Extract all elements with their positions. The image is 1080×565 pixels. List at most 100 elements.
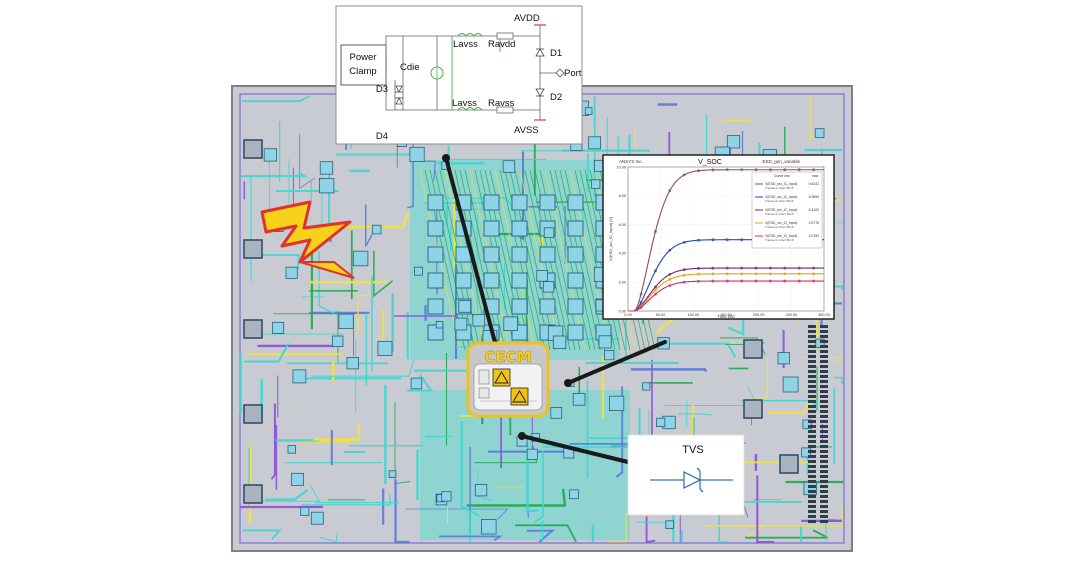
- mounting-pad: [243, 484, 263, 504]
- connector-pin: [808, 415, 816, 418]
- legend-entry-name: V(ESD_src_IC_input): [765, 195, 797, 199]
- connector-pin: [820, 400, 828, 403]
- connector-pin: [808, 395, 816, 398]
- connector-pin: [808, 450, 816, 453]
- pcb-trace: [301, 494, 392, 506]
- cdie-label: Cdie: [400, 62, 420, 73]
- pcb-trace: [318, 250, 339, 317]
- series-marker: [711, 266, 715, 270]
- callout-line-schematic: [444, 156, 499, 352]
- d2-diode: [535, 88, 545, 97]
- pcb-trace: [745, 529, 829, 539]
- pcb-trace: [466, 488, 567, 507]
- pcb-trace: [324, 212, 410, 229]
- port-label: Port: [564, 68, 582, 79]
- bga-pad: [427, 194, 444, 211]
- connector-pin: [820, 495, 828, 498]
- callout-lines: [444, 156, 667, 464]
- cecm-title: CECM: [484, 348, 531, 366]
- connector-pin: [820, 440, 828, 443]
- connector-pin: [808, 480, 816, 483]
- pcb-pad: [609, 395, 625, 412]
- pcb-pad: [782, 376, 799, 393]
- connector-pin: [808, 455, 816, 458]
- series-marker: [769, 168, 772, 172]
- connector-pin: [808, 370, 816, 373]
- tvs-panel: TVS: [627, 434, 745, 516]
- bga-pad: [511, 220, 528, 237]
- connector-pin: [820, 395, 828, 398]
- pcb-trace: [439, 535, 503, 542]
- connector-pin: [808, 355, 816, 358]
- bga-pad: [483, 246, 500, 263]
- bga-pad: [567, 220, 584, 237]
- pcb-pad: [665, 520, 674, 529]
- pcb-trace: [299, 134, 315, 189]
- connector-pin: [820, 485, 828, 488]
- connector-pin: [808, 345, 816, 348]
- connector-pin: [820, 515, 828, 518]
- series-marker: [740, 168, 744, 172]
- pcb-trace: [460, 421, 480, 517]
- chart-title: V_SOC: [698, 159, 722, 166]
- connector-pin: [820, 415, 828, 418]
- series-marker: [682, 273, 686, 277]
- x-axis-label: Time [ns]: [717, 314, 734, 319]
- series-marker: [769, 272, 772, 276]
- legend-entry-max: 6.9690: [809, 195, 819, 199]
- pcb-trace: [526, 529, 556, 543]
- connector-pin: [820, 510, 828, 513]
- series-marker: [682, 268, 686, 272]
- connector-pin: [820, 350, 828, 353]
- pcb-pad: [542, 281, 555, 293]
- bga-pad: [427, 324, 444, 341]
- d1-label: D1: [550, 48, 562, 59]
- mounting-pad: [743, 339, 763, 359]
- pcb-trace: [678, 413, 713, 416]
- connector-pin: [820, 500, 828, 503]
- pcb-trace: [534, 450, 544, 524]
- pcb-trace: [515, 524, 577, 543]
- pcb-pad: [474, 483, 488, 497]
- bga-pad: [511, 194, 528, 211]
- callout-line-tvs: [520, 434, 630, 464]
- series-marker: [697, 238, 700, 242]
- series-marker: [740, 279, 744, 283]
- connector-pin: [820, 365, 828, 368]
- connector-pin: [820, 370, 828, 373]
- avdd-label: AVDD: [514, 13, 540, 24]
- pcb-pad: [388, 470, 397, 478]
- mounting-pad: [243, 404, 263, 424]
- legend-entry-max: 2.5776: [809, 221, 819, 225]
- pcb-pad: [352, 250, 369, 267]
- series-marker: [697, 272, 700, 276]
- series-marker: [682, 240, 686, 244]
- series-marker: [797, 168, 801, 172]
- series-marker: [769, 279, 772, 283]
- ravss-label: Ravss: [488, 98, 515, 109]
- bga-pad: [483, 272, 500, 289]
- connector-pin: [820, 425, 828, 428]
- connector-pin: [808, 340, 816, 343]
- pcb-trace: [607, 512, 627, 543]
- connector-pin: [808, 470, 816, 473]
- pcb-trace: [313, 422, 361, 441]
- callout-dot-schematic: [442, 154, 450, 162]
- connector-pin: [808, 330, 816, 333]
- connector-pin: [820, 470, 828, 473]
- connector-pin: [820, 330, 828, 333]
- pcb-pad: [802, 419, 813, 430]
- connector-pin: [808, 490, 816, 493]
- connector-pin: [808, 520, 816, 523]
- y-tick-label: 2.00: [619, 281, 626, 285]
- series-marker: [668, 189, 672, 193]
- pcb-pad: [454, 317, 468, 331]
- series-marker: [682, 280, 686, 284]
- pcb-trace: [241, 95, 311, 103]
- pcb-pad: [526, 448, 538, 460]
- pcb-pad: [377, 340, 393, 356]
- d2-label: D2: [550, 92, 562, 103]
- legend-entry-max: 2.0760: [809, 234, 819, 238]
